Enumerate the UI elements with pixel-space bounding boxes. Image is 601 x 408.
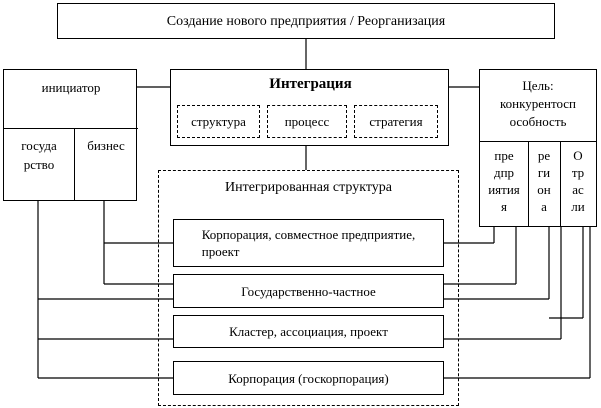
enterprise-label: пре дпр иятия я: [488, 148, 520, 214]
reorganization-label: Создание нового предприятия / Реорганиза…: [166, 13, 446, 29]
form-cluster-association: Кластер, ассоциация, проект: [173, 315, 444, 348]
integrated-structure-container: Интегрированная структура: [158, 170, 459, 406]
form-public-private: Государственно-частное: [173, 274, 444, 308]
process-item: процесс: [267, 105, 347, 138]
structure-item: структура: [177, 105, 260, 138]
goal-vdivider-1: [528, 141, 529, 227]
goal-vdivider-2: [560, 141, 561, 227]
goal-title: Цель: конкурентосп особность: [499, 78, 577, 129]
initiator-title: инициатор: [41, 80, 101, 95]
goal-divider: [480, 141, 596, 142]
integrated-structure-title: Интегрированная структура: [224, 180, 393, 195]
form-state-corporation: Корпорация (госкорпорация): [173, 361, 444, 395]
business-label: бизнес: [87, 138, 125, 153]
initiator-divider: [4, 128, 138, 129]
initiator-box: инициатор госуда рство бизнес: [3, 69, 138, 201]
initiator-vdivider: [74, 128, 75, 200]
strategy-item: стратегия: [354, 105, 438, 138]
form-corporation-joint-venture: Корпорация, совместное предприятие, прое…: [173, 219, 444, 267]
reorganization-box: Создание нового предприятия / Реорганиза…: [57, 3, 555, 39]
integration-box: Интеграция структура процесс стратегия: [170, 69, 449, 146]
industry-label: О тр ас ли: [571, 148, 585, 214]
goal-box: Цель: конкурентосп особность пре дпр ият…: [479, 69, 597, 227]
integration-title: Интеграция: [269, 76, 352, 92]
region-label: ре ги он а: [537, 148, 551, 214]
government-label: госуда рство: [21, 138, 57, 172]
